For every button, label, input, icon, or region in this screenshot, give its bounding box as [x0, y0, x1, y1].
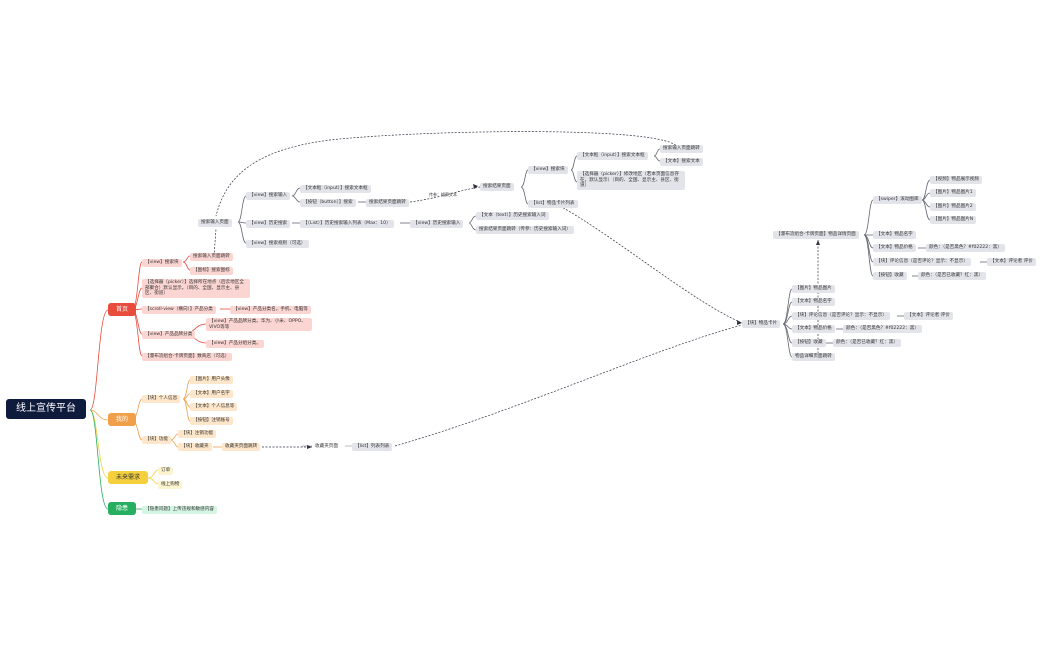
mine-logout-func[interactable]: 【块】注销功能: [178, 430, 217, 438]
home-search-jump[interactable]: 搜索输入页面跳转: [190, 253, 233, 261]
home-scroll-sub[interactable]: 【view】产品分类名。手机、电脑等: [230, 306, 311, 314]
detail-swiper-image-1[interactable]: 【图片】物品图片1: [930, 189, 976, 197]
root-node[interactable]: 线上宣传平台: [6, 399, 86, 419]
detail-favorite-button[interactable]: 【按钮】收藏: [873, 272, 907, 280]
detail-swiper-image-n[interactable]: 【图片】物品图片N: [930, 216, 977, 224]
card-detail-jump[interactable]: 物品详细页面跳转: [792, 353, 835, 361]
mine-profile[interactable]: 【文本】个人信息等: [190, 403, 238, 411]
home-search-view[interactable]: 【view】搜索块: [142, 259, 182, 267]
future-orders[interactable]: 订单: [158, 467, 174, 475]
fav-page-title[interactable]: 收藏夹页面: [315, 444, 338, 449]
card-comment-text[interactable]: 【文本】评论者 评价: [904, 312, 953, 320]
detail-price[interactable]: 【文本】物品价格: [873, 244, 916, 252]
detail-name[interactable]: 【文本】物品名字: [873, 231, 916, 239]
branch-future[interactable]: 未来需求: [108, 471, 149, 484]
search-history-item[interactable]: 【view】历史搜索输入: [410, 220, 464, 228]
detail-page-title[interactable]: 【瀑布流组合-卡牌页面】物品详情页面: [773, 231, 859, 239]
result-picker[interactable]: 【选择器（picker）】修改地区（若本页面信息存在，默认显示）（目的、全国、显…: [577, 171, 685, 190]
card-favorite-color[interactable]: 颜色：（是否已收藏？红：黑）: [833, 339, 902, 347]
detail-swiper-image-2[interactable]: 【图片】物品图片2: [930, 203, 976, 211]
home-brand-view[interactable]: 【view】产品品牌分类: [142, 331, 196, 339]
search-page-title[interactable]: 搜索输入页面: [198, 219, 232, 227]
detail-price-color[interactable]: 颜色：（是否黑色？#f02222：黑）: [926, 244, 1005, 252]
mine-info[interactable]: 【块】个人信息: [142, 395, 181, 403]
result-search-view[interactable]: 【view】搜索块: [528, 166, 568, 174]
history-text-node[interactable]: 【文本（text）】历史搜索输入词: [476, 212, 549, 220]
home-brand-sub1[interactable]: 【view】产品品牌分类。华为、小米、OPPO、VIVO等等: [206, 318, 312, 332]
search-history-view[interactable]: 【view】历史搜索: [246, 220, 291, 228]
fav-list[interactable]: 【list】列表列表: [352, 443, 393, 451]
home-search-icon-node[interactable]: 【图标】搜索图标: [190, 267, 233, 275]
mine-favorites[interactable]: 【块】收藏夹: [178, 443, 212, 451]
detail-favorite-color[interactable]: 颜色：（是否已收藏？红：黑）: [918, 272, 987, 280]
mine-fav-jump[interactable]: 收藏夹页面跳转: [222, 443, 261, 451]
detail-swiper[interactable]: 【swiper】滚动图库: [873, 196, 922, 204]
history-result-jump[interactable]: 搜索结果页面跳转（传参：历史搜索输入词）: [476, 226, 574, 234]
result-input-jump[interactable]: 搜索输入页面跳转: [660, 145, 703, 153]
mine-logout-button[interactable]: 【按钮】注销账号: [190, 417, 233, 425]
home-brand-sub2[interactable]: 【view】产品分组分类。: [206, 340, 264, 348]
privacy-issue[interactable]: 【隐患问题】上传违规和敏感内容: [142, 506, 217, 514]
home-mixed-page[interactable]: 【瀑布流组合-卡牌页面】数商店（可选）: [142, 353, 233, 361]
result-page-title[interactable]: 搜索结果页面: [480, 183, 514, 191]
search-input-view[interactable]: 【view】搜索输入: [246, 192, 291, 200]
detail-comment-text[interactable]: 【文本】评论者 评价: [987, 258, 1036, 266]
branch-mine[interactable]: 我的: [108, 413, 137, 426]
result-input-box[interactable]: 【文本框（input）】搜索文本框: [577, 152, 648, 160]
home-scroll-view[interactable]: 【scroll-view（横向）】产品分类: [142, 306, 216, 314]
result-search-text[interactable]: 【文本】搜索文本: [660, 158, 703, 166]
search-result-jump[interactable]: 搜索结果页面跳转: [366, 199, 409, 207]
mine-username[interactable]: 【文本】用户名字: [190, 390, 233, 398]
detail-swiper-video[interactable]: 【视频】物品展示视频: [930, 176, 982, 184]
card-price-color[interactable]: 颜色：（是否黑色？#f02222：黑）: [843, 325, 922, 333]
card-title[interactable]: 【块】物品卡片: [742, 320, 781, 328]
card-name[interactable]: 【文本】物品名字: [792, 298, 835, 306]
search-history-clear[interactable]: 【view】搜索规则（可选）: [246, 240, 309, 248]
mine-avatar[interactable]: 【图片】用户头像: [190, 376, 233, 384]
search-button-node[interactable]: 【按钮（button）】搜索: [300, 199, 356, 207]
search-param-label: 传参：搜索文本: [429, 192, 457, 197]
home-picker[interactable]: 【选择器（picker）】选择所在地点（后云地区全部聚合）默认显示。（目的、全国…: [142, 279, 250, 298]
card-comments[interactable]: 【块】评论信息（是否评论？显示：不显示）: [792, 312, 890, 320]
future-shopping[interactable]: 线上购物: [158, 481, 183, 489]
search-history-list[interactable]: 【（List）】历史搜索输入列表（Max：10）: [300, 220, 394, 228]
result-card-list[interactable]: 【list】物品卡片列表: [528, 200, 578, 208]
card-image[interactable]: 【图片】物品图片: [792, 285, 835, 293]
search-input-box[interactable]: 【文本框（input）】搜索文本框: [300, 185, 371, 193]
mine-functions[interactable]: 【块】功能: [142, 436, 171, 444]
card-price[interactable]: 【文本】物品价格: [792, 325, 835, 333]
card-favorite-button[interactable]: 【按钮】收藏: [792, 339, 826, 347]
branch-privacy[interactable]: 隐患: [108, 502, 137, 515]
branch-home[interactable]: 首页: [108, 303, 137, 316]
detail-comments[interactable]: 【块】评论信息（是否评论？显示：不显示）: [873, 258, 971, 266]
